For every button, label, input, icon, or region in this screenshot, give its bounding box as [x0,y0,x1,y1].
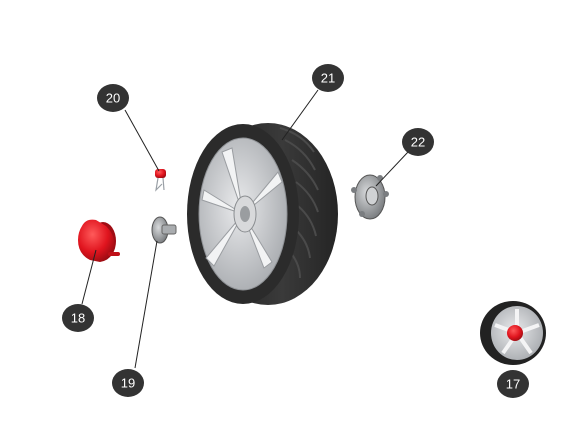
callout-22: 22 [402,128,434,156]
clip-wire [155,177,165,192]
axle-bolt-19 [151,216,177,244]
hub-flange-22 [351,174,389,220]
callout-21: 21 [312,64,344,92]
leader-19 [134,240,158,369]
callout-label: 19 [121,376,135,391]
flange-stud [359,211,365,217]
thumb-red-cap [507,325,523,341]
cap-body [78,219,115,262]
callout-label: 20 [106,91,120,106]
leader-22 [375,151,409,187]
wheel-21 [187,123,338,305]
leader-20 [124,109,160,172]
callout-17: 17 [497,370,529,398]
bolt-shank [161,224,177,235]
callout-label: 21 [321,71,335,86]
flange-bore [365,186,379,206]
clip-head [155,169,166,178]
clip-20 [155,169,166,192]
flange-stud [351,187,357,193]
cap-tab [108,252,120,256]
callout-label: 22 [411,135,425,150]
callout-20: 20 [97,84,129,112]
flange-stud [383,191,389,197]
leader-18 [81,249,97,305]
leader-lines [81,89,409,369]
callout-19: 19 [112,369,144,397]
hub-cap-18 [78,219,120,262]
tread-pattern [279,127,319,279]
callout-label: 18 [71,311,85,326]
rim-hub-center [240,206,250,222]
assembled-wheel-17 [480,301,546,365]
callout-18: 18 [62,304,94,332]
callout-label: 17 [506,377,520,392]
leader-21 [281,89,319,141]
